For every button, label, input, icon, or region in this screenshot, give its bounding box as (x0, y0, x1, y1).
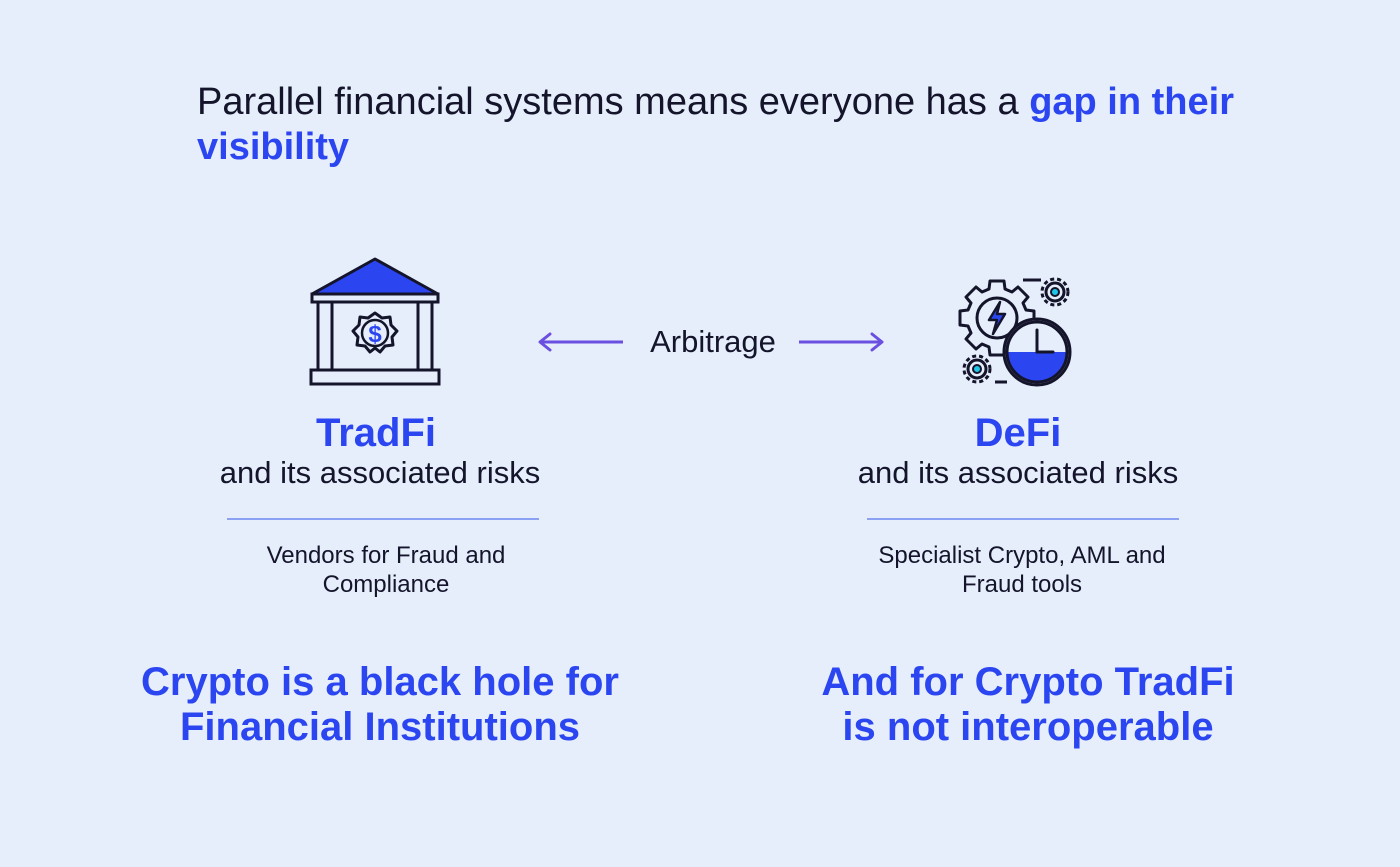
defi-note: Specialist Crypto, AML and Fraud tools (822, 541, 1222, 599)
defi-note-line-1: Specialist Crypto, AML and (878, 542, 1166, 569)
defi-conclusion-line-2: is not interoperable (842, 705, 1214, 749)
tradfi-subtitle: and its associated risks (219, 455, 541, 490)
gears-clock-icon (958, 277, 1072, 387)
tradfi-divider (227, 518, 539, 520)
arbitrage-label: Arbitrage (650, 324, 776, 359)
tradfi-note: Vendors for Fraud and Compliance (186, 541, 586, 599)
tradfi-title: TradFi (315, 411, 437, 455)
headline-text: Parallel financial systems means everyon… (197, 81, 1030, 123)
defi-conclusion: And for Crypto TradFi is not interoperab… (748, 660, 1308, 750)
defi-conclusion-line-1: And for Crypto TradFi (821, 660, 1235, 704)
defi-note-line-2: Fraud tools (961, 571, 1083, 598)
tradfi-note-line-2: Compliance (322, 571, 450, 598)
arrow-right-icon (799, 332, 884, 352)
defi-divider (867, 518, 1179, 520)
tradfi-conclusion-line-1: Crypto is a black hole for (141, 660, 619, 704)
tradfi-note-line-1: Vendors for Fraud and (266, 542, 506, 569)
tradfi-conclusion-line-2: Financial Institutions (179, 705, 581, 749)
headline: Parallel financial systems means everyon… (197, 80, 1257, 170)
arbitrage-connector: Arbitrage (535, 320, 890, 364)
defi-title: DeFi (974, 411, 1062, 455)
headline-highlight: gap in their visibility (197, 81, 1234, 168)
dollar-badge (351, 311, 399, 354)
arrow-left-icon (538, 332, 623, 352)
defi-subtitle: and its associated risks (857, 455, 1179, 490)
svg-text:$: $ (368, 321, 382, 348)
bank-icon: $ (309, 257, 441, 386)
tradfi-conclusion: Crypto is a black hole for Financial Ins… (100, 660, 660, 750)
